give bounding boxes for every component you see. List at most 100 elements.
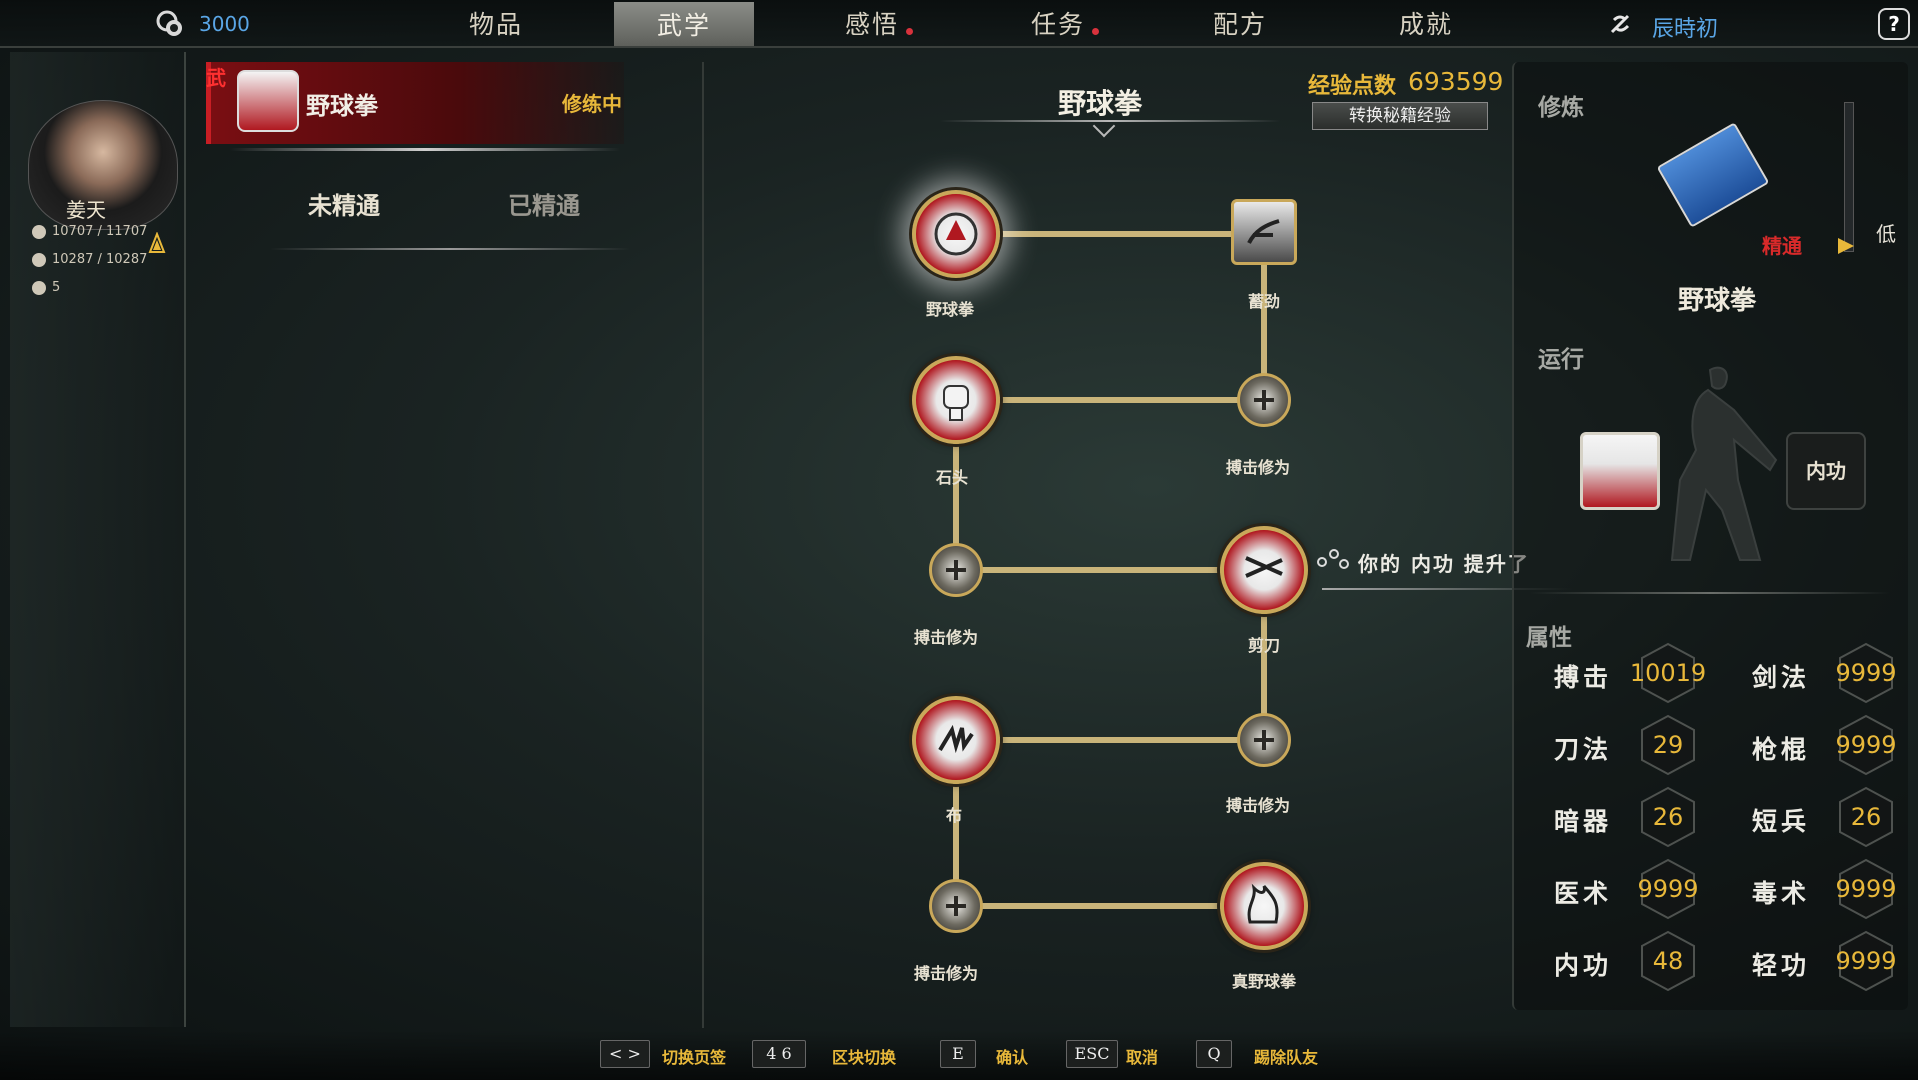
skill-node-label: 石头 <box>936 468 969 487</box>
divider <box>940 120 1280 122</box>
hint-label: 确认 <box>996 1048 1029 1067</box>
currency-amount: 3000 <box>199 12 250 36</box>
hexagon-icon <box>1839 714 1893 776</box>
flame-fist-icon <box>1247 883 1279 924</box>
hint-label: 取消 <box>1126 1048 1159 1067</box>
notification-icon <box>1317 549 1349 569</box>
attribute-name: 医术 <box>1554 879 1613 908</box>
fist-skill-icon <box>237 70 299 132</box>
stance-silhouette-icon <box>1670 366 1778 561</box>
hp-row: 10707 / 11707 <box>32 224 147 239</box>
subtab-unmastered[interactable]: 未精通 <box>308 191 380 220</box>
active-skill-slot[interactable] <box>1580 432 1660 510</box>
notification-text: 你的 内功 提升了 <box>1358 552 1530 576</box>
attribute-value: 26 <box>1850 803 1882 831</box>
tab-label: 武学 <box>656 11 711 40</box>
key-kick[interactable]: Q <box>1196 1040 1232 1068</box>
character-portrait[interactable] <box>28 100 178 230</box>
attribute-value: 26 <box>1652 803 1684 831</box>
hexagon-icon <box>1641 714 1695 776</box>
attribute-value-badge: 29 <box>1640 714 1696 776</box>
plus-icon <box>1254 730 1274 750</box>
time-label: 辰時初 <box>1652 17 1719 42</box>
notification-dot <box>1092 28 1099 35</box>
skill-list-item-name: 野球拳 <box>306 91 378 120</box>
attribute-name: 暗器 <box>1554 807 1613 836</box>
hexagon-icon <box>1641 786 1695 848</box>
attribute-value-badge: 26 <box>1838 786 1894 848</box>
skill-list-item-status: 修练中 <box>562 92 622 116</box>
drop-icon <box>32 224 46 239</box>
divider <box>230 148 620 151</box>
key-confirm[interactable]: E <box>940 1040 976 1068</box>
hexagon-icon <box>1641 930 1695 992</box>
open-palm-icon <box>938 724 974 754</box>
mp-row: 10287 / 10287 <box>32 252 147 267</box>
attribute-value: 48 <box>1652 947 1684 975</box>
attribute-value-badge: 9999 <box>1835 858 1897 920</box>
attribute-value-badge: 9999 <box>1835 930 1897 992</box>
tab-label: 感悟 <box>844 10 899 39</box>
notification-dot <box>906 28 913 35</box>
plus-icon <box>946 560 966 580</box>
attributes-section-title: 属性 <box>1526 624 1572 651</box>
skill-type-badge: 武 <box>206 66 226 90</box>
hp-value: 10707 / 11707 <box>52 224 148 239</box>
skill-node-combat-1[interactable] <box>1237 373 1291 427</box>
attribute-value: 9999 <box>1835 731 1897 759</box>
skill-node-label: 搏击修为 <box>1226 796 1291 815</box>
skill-node-label: 布 <box>946 806 963 825</box>
tab-martial-arts[interactable]: 武学 <box>614 2 754 46</box>
attribute-value: 29 <box>1652 731 1684 759</box>
coin-icon <box>156 10 182 36</box>
mp-value: 10287 / 10287 <box>52 252 148 267</box>
run-section-title: 运行 <box>1538 346 1584 373</box>
convert-exp-button[interactable]: 转换秘籍经验 <box>1312 102 1488 130</box>
mastery-label: 精通 <box>1762 234 1802 258</box>
hint-label: 区块切换 <box>832 1048 897 1067</box>
hexagon-icon <box>1839 642 1893 704</box>
skill-tree-title: 野球拳 <box>1058 87 1143 120</box>
skill-node-true-yeqiuquan[interactable] <box>1220 862 1308 950</box>
tab-achievements[interactable]: 成就 <box>1356 0 1496 46</box>
swirl-icon <box>32 280 46 295</box>
time-icon <box>1610 14 1630 34</box>
skill-list-panel <box>206 62 704 1028</box>
hexagon-icon <box>1839 930 1893 992</box>
fist-icon <box>934 212 978 256</box>
skill-node-label: 蓄劲 <box>1248 292 1281 311</box>
attribute-name: 刀法 <box>1554 735 1613 764</box>
skill-node-xujin[interactable] <box>1231 199 1297 265</box>
attribute-value-badge: 9999 <box>1835 714 1897 776</box>
tab-items[interactable]: 物品 <box>426 0 566 46</box>
subtab-mastered[interactable]: 已精通 <box>508 191 580 220</box>
level-row: 5 <box>32 280 60 295</box>
attribute-value: 9999 <box>1835 659 1897 687</box>
key-tab-switch[interactable]: < > <box>600 1040 650 1068</box>
scissors-hand-icon <box>1245 556 1283 578</box>
attribute-name: 搏击 <box>1554 663 1613 692</box>
palm-strike-icon <box>1247 219 1280 244</box>
training-section-title: 修炼 <box>1538 94 1584 121</box>
tab-label: 配方 <box>1212 10 1267 39</box>
training-panel <box>1512 62 1908 1010</box>
hexagon-icon <box>1641 858 1695 920</box>
tab-insight[interactable]: 感悟 <box>802 0 942 46</box>
hexagon-icon <box>1839 786 1893 848</box>
attribute-value: 9999 <box>1835 875 1897 903</box>
neigong-slot[interactable]: 内功 <box>1786 432 1866 510</box>
tab-recipes[interactable]: 配方 <box>1170 0 1310 46</box>
key-section-switch[interactable]: 4 6 <box>752 1040 806 1068</box>
attribute-name: 毒术 <box>1752 879 1811 908</box>
skill-node-label: 剪刀 <box>1248 636 1281 655</box>
training-skill-name: 野球拳 <box>1678 286 1757 316</box>
key-cancel[interactable]: ESC <box>1066 1040 1118 1068</box>
hexagon-icon <box>1641 642 1695 704</box>
help-button[interactable]: ? <box>1878 8 1910 40</box>
attribute-value-badge: 26 <box>1640 786 1696 848</box>
skill-node-label: 真野球拳 <box>1232 972 1297 991</box>
attribute-value-badge: 48 <box>1640 930 1696 992</box>
tab-quests[interactable]: 任务 <box>988 0 1128 46</box>
tab-label: 成就 <box>1398 10 1453 39</box>
rank-up-icon <box>148 232 166 253</box>
